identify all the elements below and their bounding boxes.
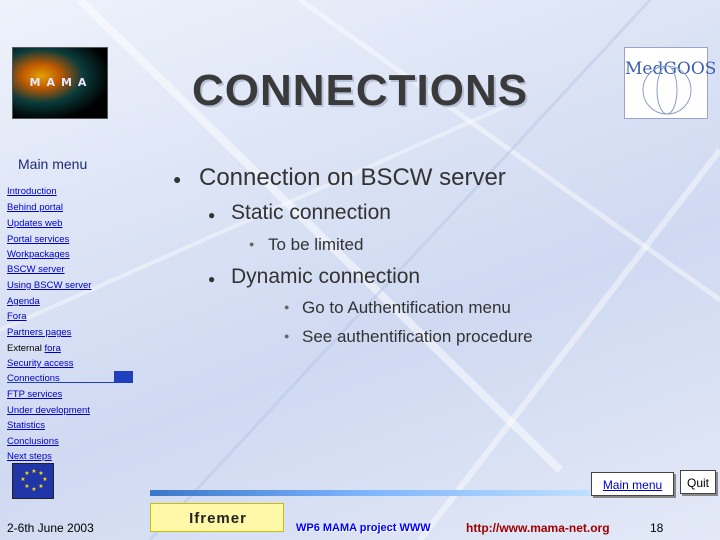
sidebar-item-using-bscw-server[interactable]: Using BSCW server xyxy=(7,280,92,291)
current-section-marker xyxy=(114,371,133,383)
bullet-dot-icon: ● xyxy=(249,239,255,249)
current-section-underline xyxy=(7,382,133,383)
svg-text:★: ★ xyxy=(20,476,25,483)
bullet-dot-icon: ● xyxy=(284,302,290,312)
sidebar-item-conclusions[interactable]: Conclusions xyxy=(7,436,59,447)
bullet-dot-icon: ● xyxy=(284,331,290,341)
sidebar-item-fora[interactable]: Fora xyxy=(7,311,27,322)
bullet-dot-icon: ● xyxy=(208,272,216,286)
sidebar-item-under-development[interactable]: Under development xyxy=(7,405,90,416)
content-dynamic-connection: Dynamic connection xyxy=(231,265,421,288)
content-go-to-auth-menu: Go to Authentification menu xyxy=(302,298,511,317)
eu-flag-logo: ★★★ ★★★ ★★ xyxy=(12,463,54,499)
sidebar-item-external-fora-link[interactable]: fora xyxy=(44,343,61,354)
medgoos-logo-text: MedGOOS xyxy=(625,59,717,79)
globe-icon xyxy=(642,65,692,115)
main-menu-button[interactable]: Main menu xyxy=(591,472,674,496)
footer-date: 2-6th June 2003 xyxy=(7,521,94,535)
sidebar-item-next-steps[interactable]: Next steps xyxy=(7,451,52,462)
svg-text:★: ★ xyxy=(31,486,36,493)
ifremer-logo: Ifremer xyxy=(150,503,284,532)
bullet-dot-icon: ● xyxy=(208,208,216,222)
quit-button[interactable]: Quit xyxy=(680,470,716,494)
sidebar-item-statistics[interactable]: Statistics xyxy=(7,420,46,431)
ifremer-logo-text: Ifremer xyxy=(189,510,247,527)
mama-logo: MAMA xyxy=(12,47,108,119)
page-title: CONNECTIONS xyxy=(191,66,529,115)
eu-stars-icon: ★★★ ★★★ ★★ xyxy=(20,468,47,493)
sidebar-item-external-label: External xyxy=(7,343,45,354)
mama-logo-text: MAMA xyxy=(29,76,93,89)
sidebar-item-ftp-services[interactable]: FTP services xyxy=(7,389,63,400)
footer-project-link[interactable]: WP6 MAMA project WWW xyxy=(296,522,431,534)
sidebar-item-portal-services[interactable]: Portal services xyxy=(7,234,70,245)
bullet-dot-icon: ● xyxy=(173,171,182,187)
sidebar-item-introduction[interactable]: Introduction xyxy=(7,186,57,197)
content-see-auth-procedure: See authentification procedure xyxy=(302,327,533,346)
svg-text:★: ★ xyxy=(38,483,43,490)
sidebar-item-connections[interactable]: Connections xyxy=(7,373,60,384)
footer-url-link[interactable]: http://www.mama-net.org xyxy=(466,521,610,535)
content-to-be-limited: To be limited xyxy=(268,235,364,254)
svg-text:★: ★ xyxy=(24,483,29,490)
sidebar-item-workpackages[interactable]: Workpackages xyxy=(7,249,70,260)
sidebar-item-security-access[interactable]: Security access xyxy=(7,358,74,369)
medgoos-logo: MedGOOS xyxy=(624,47,717,119)
svg-text:★: ★ xyxy=(31,468,36,475)
sidebar-item-updates-web[interactable]: Updates web xyxy=(7,218,63,229)
sidebar-title: Main menu xyxy=(18,156,88,172)
content-static-connection: Static connection xyxy=(231,201,391,224)
svg-text:★: ★ xyxy=(38,470,43,477)
sidebar-item-behind-portal[interactable]: Behind portal xyxy=(7,202,63,213)
sidebar-item-agenda[interactable]: Agenda xyxy=(7,296,40,307)
content-heading: Connection on BSCW server xyxy=(199,164,506,191)
svg-text:★: ★ xyxy=(42,476,47,483)
svg-text:★: ★ xyxy=(24,470,29,477)
sidebar-item-external-fora[interactable]: External fora xyxy=(7,343,61,354)
footer-divider-bar xyxy=(150,490,590,496)
sidebar-item-bscw-server[interactable]: BSCW server xyxy=(7,264,65,275)
page-number: 18 xyxy=(650,521,664,535)
sidebar-item-partners-pages[interactable]: Partners pages xyxy=(7,327,72,338)
